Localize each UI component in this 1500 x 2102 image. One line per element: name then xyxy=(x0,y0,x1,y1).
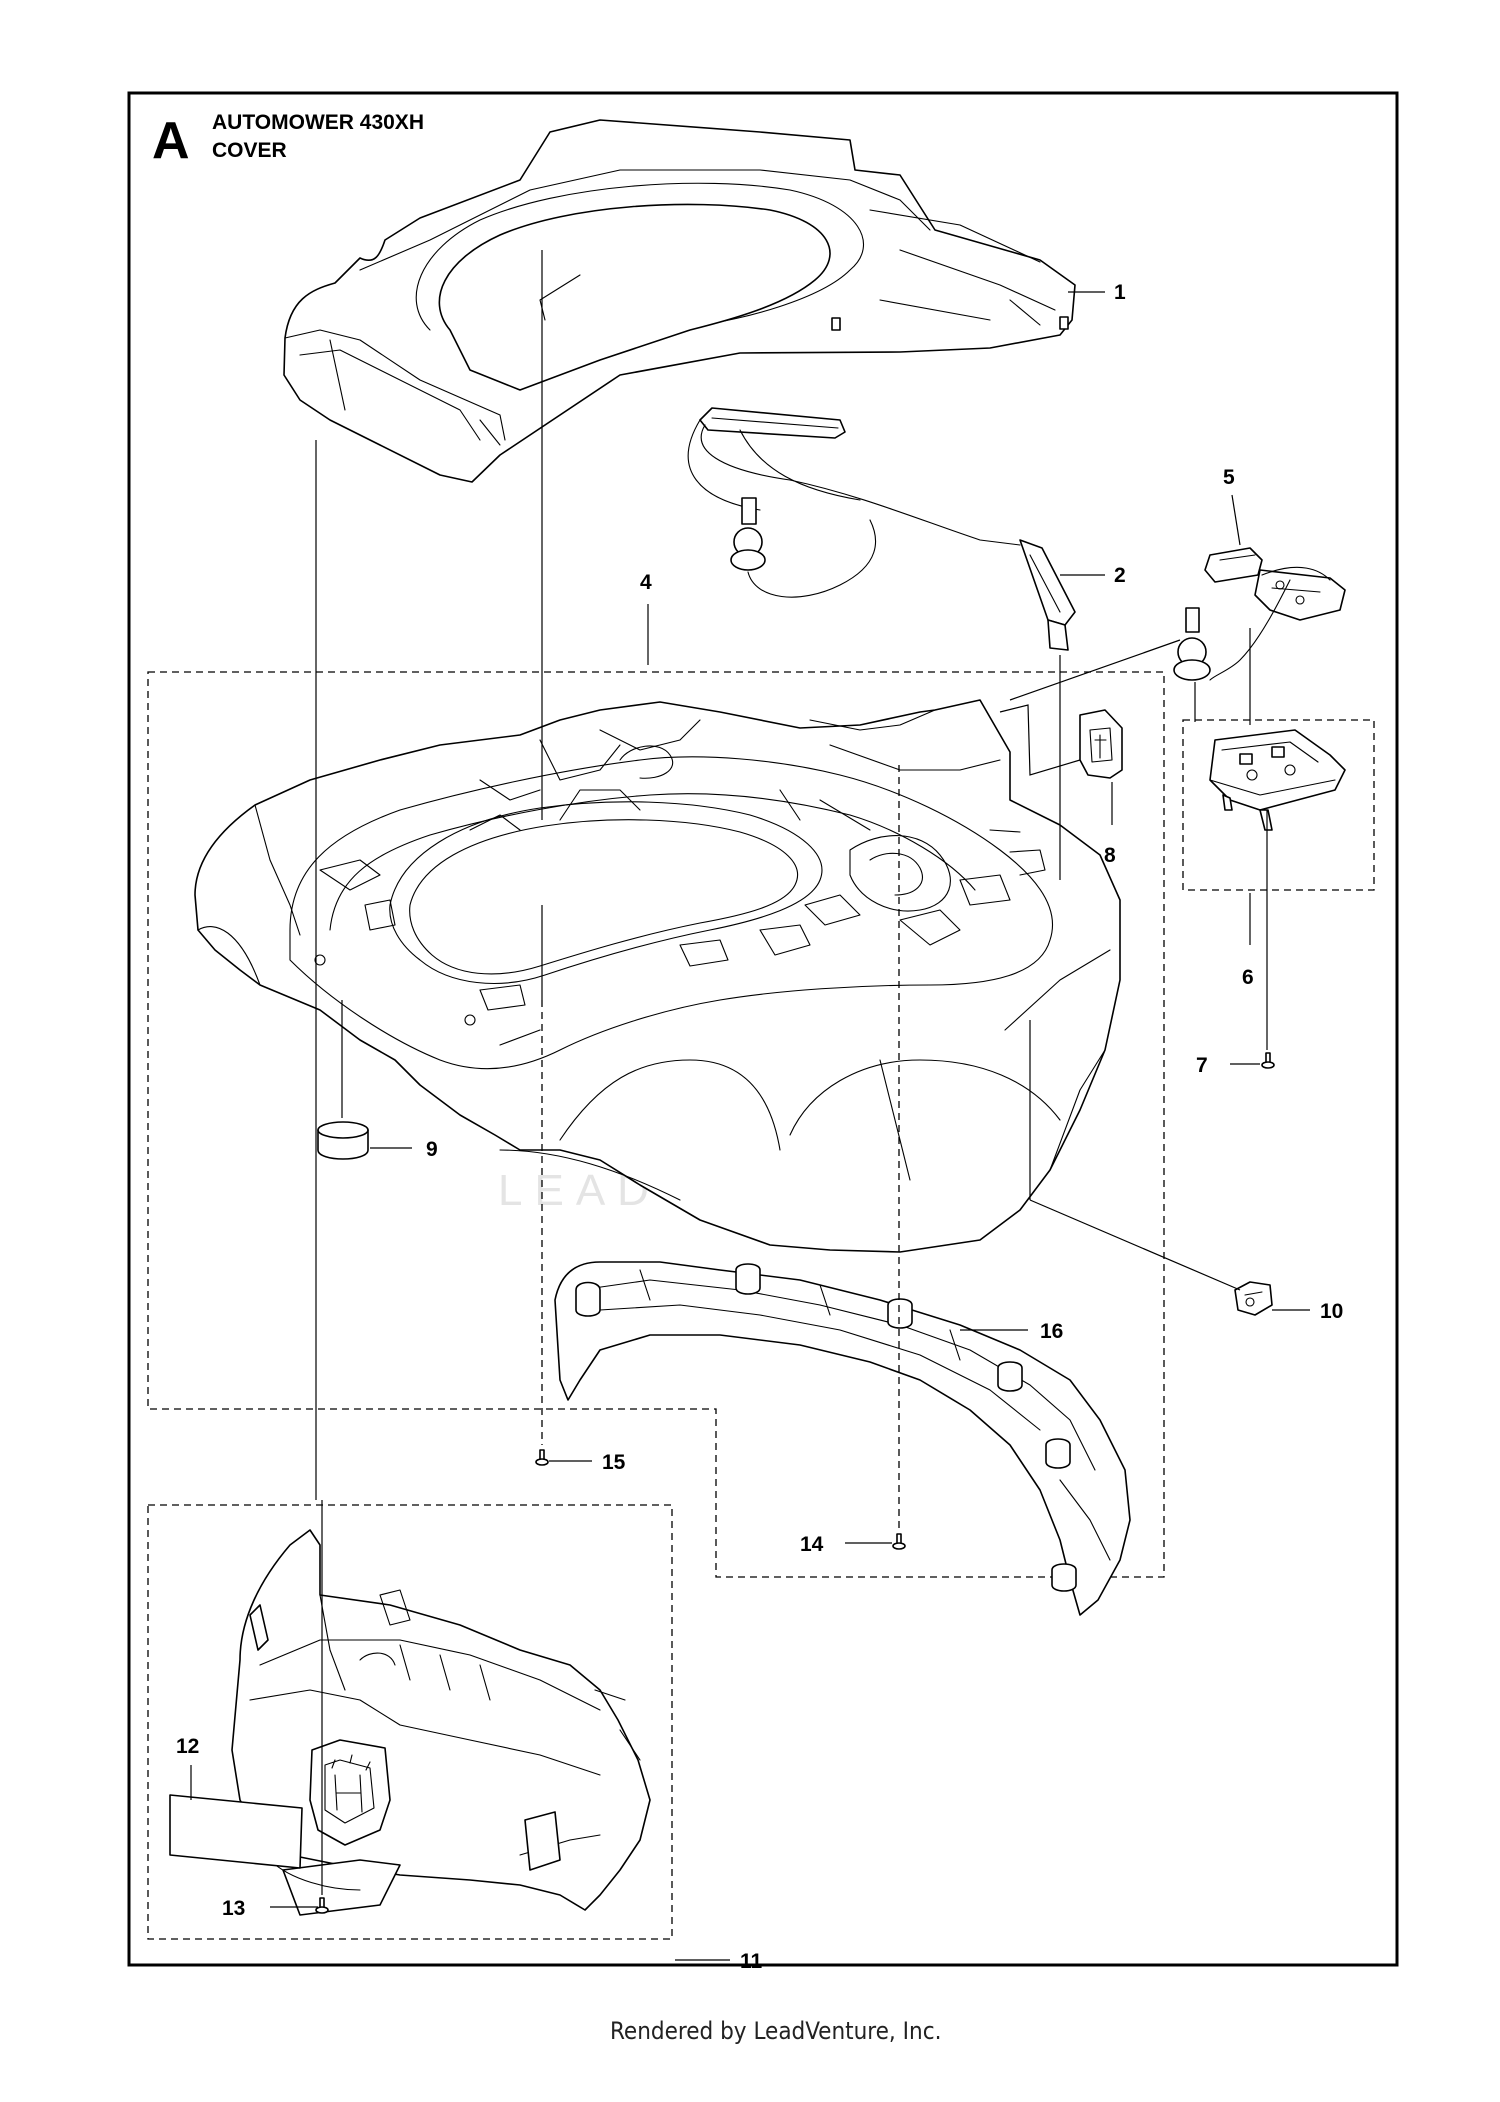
assembly-lines xyxy=(315,250,1268,1895)
callout-1: 1 xyxy=(1114,281,1126,304)
diagram-frame xyxy=(127,91,1399,1967)
part-11-front-bumper xyxy=(231,1529,651,1916)
part-15-screw xyxy=(535,1449,549,1466)
callout-7: 7 xyxy=(1196,1054,1208,1077)
part-7-screw xyxy=(1261,1052,1275,1069)
callout-15: 15 xyxy=(602,1451,626,1474)
callout-9: 9 xyxy=(426,1138,438,1161)
section-letter: A xyxy=(152,112,190,170)
group-box-6 xyxy=(1182,719,1375,891)
callout-labels: 1 2 4 5 6 7 8 9 10 11 12 13 14 15 16 xyxy=(176,281,1343,1973)
part-9-rubber-foot xyxy=(317,1121,369,1160)
part-4-chassis-body xyxy=(194,699,1121,1253)
callout-14: 14 xyxy=(800,1533,824,1556)
part-8-badge xyxy=(1079,709,1123,779)
callout-12: 12 xyxy=(176,1735,199,1758)
part-12-reflector-strip xyxy=(169,1794,303,1869)
part-10-clip xyxy=(1234,1281,1273,1316)
callout-11: 11 xyxy=(740,1950,763,1973)
part-13-screw xyxy=(315,1897,329,1914)
callout-8: 8 xyxy=(1104,844,1116,867)
model-title: AUTOMOWER 430XH xyxy=(212,111,424,134)
callout-13: 13 xyxy=(222,1897,245,1920)
callout-10: 10 xyxy=(1320,1300,1343,1323)
assembly-title: COVER xyxy=(212,139,287,162)
callout-leaders xyxy=(190,291,1310,1961)
callout-16: 16 xyxy=(1040,1320,1063,1343)
footer-credit: Rendered by LeadVenture, Inc. xyxy=(610,2017,941,2045)
callout-6: 6 xyxy=(1242,966,1254,989)
callout-2: 2 xyxy=(1114,564,1126,587)
part-14-screw xyxy=(892,1533,906,1550)
group-box-11 xyxy=(147,1504,673,1940)
part-2-sensor-cable xyxy=(687,407,1076,651)
part-1-top-cover xyxy=(283,119,1076,483)
part-16-rear-bumper xyxy=(554,1261,1131,1616)
part-5-sensor-holder xyxy=(1173,547,1346,681)
callout-4: 4 xyxy=(640,571,652,594)
part-6-sensor-bracket xyxy=(1209,729,1346,831)
callout-5: 5 xyxy=(1223,466,1235,489)
group-box-4 xyxy=(147,671,1165,1578)
